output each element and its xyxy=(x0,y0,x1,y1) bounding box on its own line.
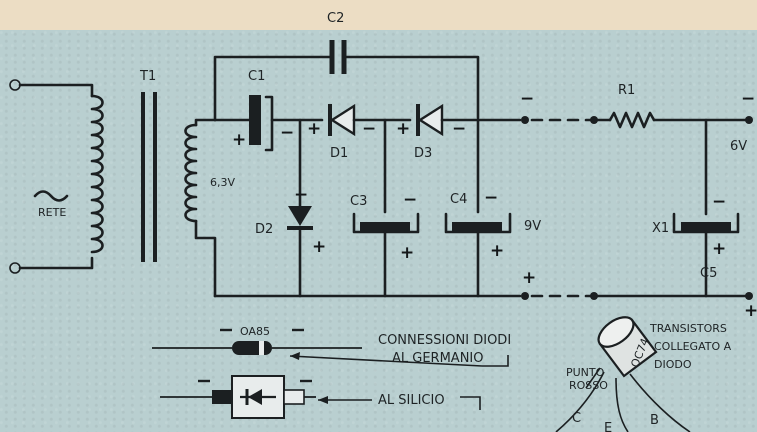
label-punto: PUNTO xyxy=(566,366,605,379)
capacitor-c1 xyxy=(249,95,274,152)
label-pin-b: B xyxy=(650,413,659,428)
germanio-arrowhead xyxy=(290,352,300,360)
label-c2: C2 xyxy=(327,11,344,26)
label-c3: C3 xyxy=(350,194,367,209)
c4-plus-sign: + xyxy=(490,241,504,261)
capacitor-c4 xyxy=(444,212,512,234)
paper-top-band xyxy=(0,0,757,30)
out6-minus-sign: − xyxy=(741,89,755,109)
d2-plus-sign: + xyxy=(312,237,326,257)
wire-c2-left xyxy=(213,55,332,122)
wire-sec-top xyxy=(194,118,217,127)
germanio-bracket xyxy=(482,355,509,367)
label-r1: R1 xyxy=(618,83,635,98)
capacitor-c5 xyxy=(672,212,740,234)
label-silicio: AL SILICIO xyxy=(378,393,445,408)
c3-plus-sign: + xyxy=(400,243,414,263)
silicio-arrowhead xyxy=(318,396,328,404)
c3-minus-sign: − xyxy=(403,190,417,210)
d2-minus-sign: − xyxy=(294,185,308,205)
label-rete: RETE xyxy=(38,206,66,219)
diode-d3 xyxy=(416,103,444,137)
label-6v: 6V xyxy=(730,139,747,154)
label-c4: C4 xyxy=(450,192,467,207)
wire-sec-bottom xyxy=(194,219,217,298)
label-x1: X1 xyxy=(652,221,669,236)
label-oa85: OA85 xyxy=(240,325,270,338)
terminals-6v: − + xyxy=(741,89,757,321)
c5-plus-sign: + xyxy=(712,239,726,259)
node-r1-in xyxy=(590,116,598,124)
diode-d1 xyxy=(328,103,356,137)
label-connessioni: CONNESSIONI DIODI xyxy=(378,333,511,348)
label-collegato: COLLEGATO A xyxy=(654,340,732,353)
wire-c2-right xyxy=(343,55,480,120)
label-d3: D3 xyxy=(414,146,432,161)
capacitor-c3 xyxy=(352,212,420,234)
label-t1: T1 xyxy=(139,69,156,84)
d1-plus-sign: + xyxy=(307,119,321,139)
c1-minus-sign: − xyxy=(280,123,294,143)
d3-plus-sign: + xyxy=(396,119,410,139)
label-c5: C5 xyxy=(700,266,717,281)
diode-d2 xyxy=(287,206,313,230)
capacitor-c2 xyxy=(329,40,347,74)
c4-minus-sign: − xyxy=(484,188,498,208)
label-transistors: TRANSISTORS xyxy=(649,322,727,335)
mains-ac-symbol xyxy=(33,190,69,202)
resistor-r1 xyxy=(608,111,656,129)
out6-plus-sign: + xyxy=(744,301,757,321)
c5-minus-sign: − xyxy=(712,192,726,212)
label-diodo: DIODO xyxy=(654,358,692,371)
label-d2: D2 xyxy=(255,222,273,237)
out9-plus-sign: + xyxy=(522,268,536,288)
label-9v: 9V xyxy=(524,219,541,234)
node-bottom-in xyxy=(590,292,598,300)
terminals-9v: − + xyxy=(520,89,536,300)
label-d1: D1 xyxy=(330,146,348,161)
germanio-pointer xyxy=(289,355,483,367)
label-6-3v: 6,3V xyxy=(210,176,235,189)
label-pin-e: E xyxy=(604,421,612,432)
label-pin-c: C xyxy=(572,411,581,426)
d3-minus-sign: − xyxy=(452,119,466,139)
silicio-bracket xyxy=(460,396,481,410)
out9-minus-sign: − xyxy=(520,89,534,109)
c1-plus-sign: + xyxy=(232,130,246,150)
transistor-oc74-drawing xyxy=(555,316,691,432)
silicon-diode-drawing xyxy=(160,375,316,419)
germanium-diode-drawing xyxy=(152,328,362,355)
label-c1: C1 xyxy=(248,69,265,84)
input-terminals xyxy=(9,79,94,274)
d1-minus-sign: − xyxy=(362,119,376,139)
transformer-t1 xyxy=(90,92,198,262)
punto-rosso-pointer xyxy=(585,367,601,389)
